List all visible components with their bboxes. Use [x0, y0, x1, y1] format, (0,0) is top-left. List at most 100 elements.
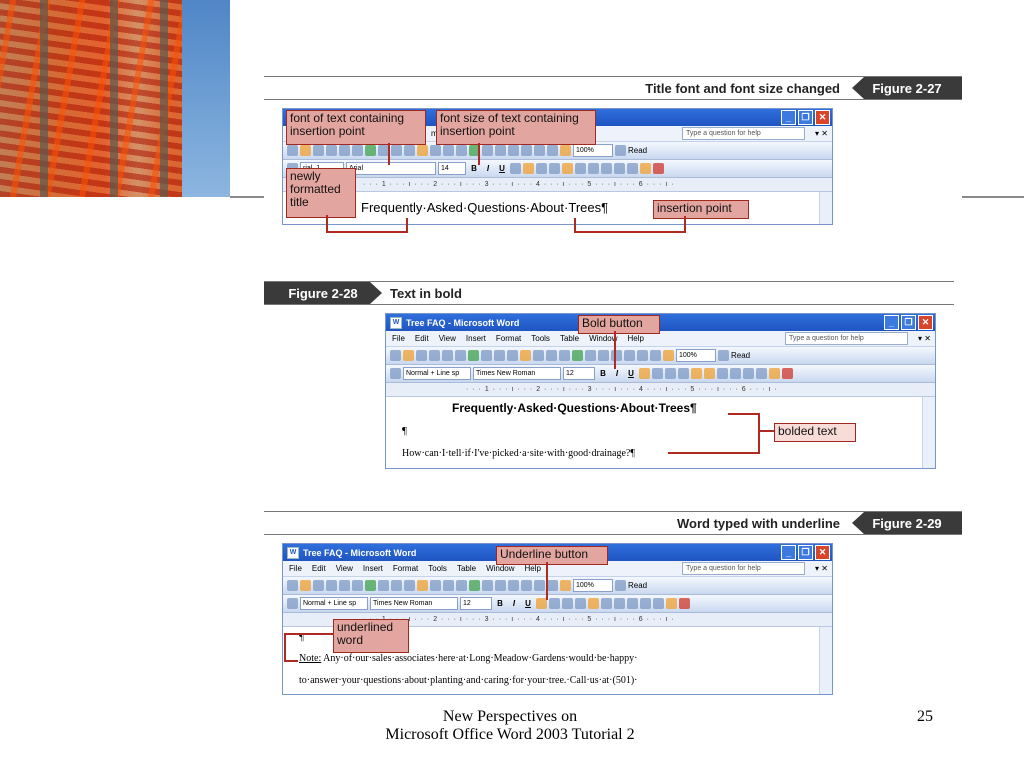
tables-icon[interactable]: [482, 145, 493, 156]
style-combo[interactable]: Normal + Line sp: [300, 597, 368, 610]
document-area[interactable]: Frequently·Asked·Questions·About·Trees¶: [283, 192, 832, 224]
hyperlink-icon[interactable]: [572, 350, 583, 361]
new-icon[interactable]: [287, 580, 298, 591]
read-button[interactable]: Read: [628, 146, 648, 155]
menu-item-file[interactable]: File: [289, 564, 302, 573]
vertical-scrollbar[interactable]: [819, 627, 832, 694]
permission-icon[interactable]: [429, 350, 440, 361]
open-icon[interactable]: [403, 350, 414, 361]
align-center-icon[interactable]: [549, 598, 560, 609]
bullets-icon[interactable]: [588, 163, 599, 174]
paste-icon[interactable]: [417, 145, 428, 156]
zoom-combo[interactable]: 100%: [573, 579, 613, 592]
format-painter-icon[interactable]: [430, 580, 441, 591]
preview-icon[interactable]: [352, 580, 363, 591]
menu-item-help[interactable]: Help: [627, 334, 644, 343]
menu-item-format[interactable]: Format: [392, 564, 419, 573]
research-icon[interactable]: [378, 145, 389, 156]
increase-indent-icon[interactable]: [614, 163, 625, 174]
drawing-icon[interactable]: [637, 350, 648, 361]
paste-icon[interactable]: [520, 350, 531, 361]
research-icon[interactable]: [378, 580, 389, 591]
undo-icon[interactable]: [443, 145, 454, 156]
highlight-icon[interactable]: [769, 368, 780, 379]
copy-icon[interactable]: [404, 580, 415, 591]
minimize-button[interactable]: _: [781, 110, 796, 125]
menu-item-view[interactable]: View: [438, 334, 456, 343]
align-right-icon[interactable]: [665, 368, 676, 379]
border-icon[interactable]: [756, 368, 767, 379]
docmap-icon[interactable]: [650, 350, 661, 361]
font-color-icon[interactable]: [679, 598, 690, 609]
align-right-icon[interactable]: [536, 163, 547, 174]
bullets-icon[interactable]: [614, 598, 625, 609]
excel-icon[interactable]: [508, 580, 519, 591]
menu-item-table[interactable]: Table: [559, 334, 580, 343]
read-button[interactable]: Read: [731, 351, 751, 360]
align-right-icon[interactable]: [562, 598, 573, 609]
underline-button[interactable]: U: [525, 599, 531, 608]
show-hide-icon[interactable]: [560, 580, 571, 591]
ask-close-icon[interactable]: ▾ ✕: [815, 564, 828, 573]
font-combo[interactable]: Times New Roman: [370, 597, 458, 610]
print-icon[interactable]: [442, 350, 453, 361]
excel-icon[interactable]: [611, 350, 622, 361]
menu-item-insert[interactable]: Insert: [362, 564, 383, 573]
redo-icon[interactable]: [456, 145, 467, 156]
show-hide-icon[interactable]: [663, 350, 674, 361]
save-icon[interactable]: [416, 350, 427, 361]
ask-close-icon[interactable]: ▾ ✕: [918, 334, 931, 343]
justify-icon[interactable]: [678, 368, 689, 379]
insert-table-icon[interactable]: [598, 350, 609, 361]
permission-icon[interactable]: [326, 580, 337, 591]
bullets-icon[interactable]: [717, 368, 728, 379]
numbering-icon[interactable]: [601, 598, 612, 609]
menu-item-window[interactable]: Window: [589, 334, 618, 343]
drawing-icon[interactable]: [534, 145, 545, 156]
menu-item-window[interactable]: Window: [486, 564, 515, 573]
styles-icon[interactable]: [287, 598, 298, 609]
numbering-icon[interactable]: [704, 368, 715, 379]
highlight-icon[interactable]: [666, 598, 677, 609]
spelling-icon[interactable]: [365, 580, 376, 591]
styles-icon[interactable]: [390, 368, 401, 379]
excel-icon[interactable]: [508, 145, 519, 156]
help-icon[interactable]: [718, 350, 729, 361]
menu-item-insert[interactable]: Insert: [465, 334, 486, 343]
font-color-icon[interactable]: [653, 163, 664, 174]
ask-question-box[interactable]: Type a question for help: [682, 562, 806, 575]
restore-button[interactable]: ❐: [798, 545, 813, 560]
tables-icon[interactable]: [585, 350, 596, 361]
insert-table-icon[interactable]: [495, 145, 506, 156]
help-icon[interactable]: [615, 580, 626, 591]
open-icon[interactable]: [300, 145, 311, 156]
align-left-icon[interactable]: [536, 598, 547, 609]
menu-item-help[interactable]: Help: [524, 564, 541, 573]
align-left-icon[interactable]: [510, 163, 521, 174]
bold-button[interactable]: B: [497, 599, 503, 608]
paste-icon[interactable]: [417, 580, 428, 591]
permission-icon[interactable]: [326, 145, 337, 156]
menu-item-tools[interactable]: Tools: [428, 564, 447, 573]
italic-button[interactable]: I: [615, 369, 619, 378]
decrease-indent-icon[interactable]: [627, 598, 638, 609]
vertical-scrollbar[interactable]: [819, 192, 832, 224]
preview-icon[interactable]: [352, 145, 363, 156]
ask-close-icon[interactable]: ▾ ✕: [815, 129, 828, 138]
columns-icon[interactable]: [521, 145, 532, 156]
menu-item-edit[interactable]: Edit: [311, 564, 326, 573]
close-button[interactable]: ✕: [918, 315, 933, 330]
font-combo[interactable]: Times New Roman: [473, 367, 561, 380]
copy-icon[interactable]: [507, 350, 518, 361]
preview-icon[interactable]: [455, 350, 466, 361]
italic-button[interactable]: I: [486, 164, 490, 173]
minimize-button[interactable]: _: [884, 315, 899, 330]
highlight-icon[interactable]: [640, 163, 651, 174]
drawing-icon[interactable]: [534, 580, 545, 591]
bold-button[interactable]: B: [600, 369, 606, 378]
numbering-icon[interactable]: [575, 163, 586, 174]
border-icon[interactable]: [627, 163, 638, 174]
docmap-icon[interactable]: [547, 145, 558, 156]
close-button[interactable]: ✕: [815, 545, 830, 560]
bold-button[interactable]: B: [471, 164, 477, 173]
